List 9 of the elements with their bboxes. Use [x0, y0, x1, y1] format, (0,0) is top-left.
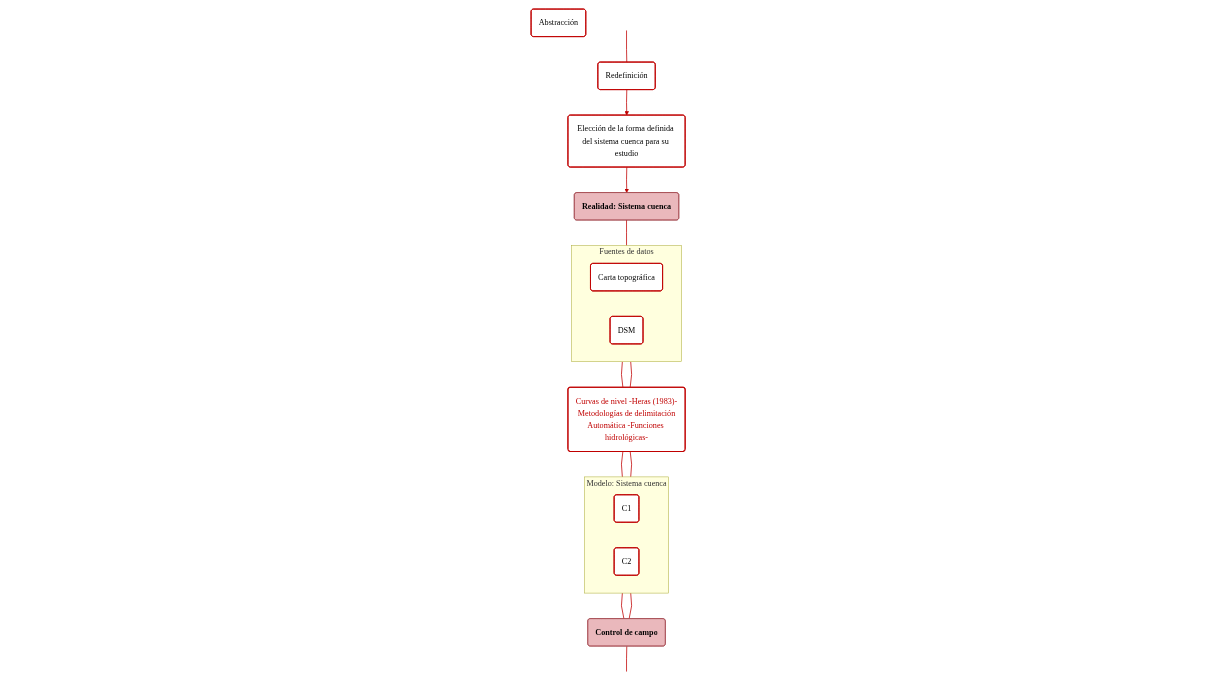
connector [621, 451, 624, 478]
connector [630, 361, 633, 388]
connector [621, 592, 625, 619]
connector [629, 592, 633, 619]
connector [621, 361, 624, 388]
connector [626, 646, 628, 672]
connector [630, 451, 633, 478]
connector [626, 219, 628, 246]
connector [626, 30, 628, 63]
